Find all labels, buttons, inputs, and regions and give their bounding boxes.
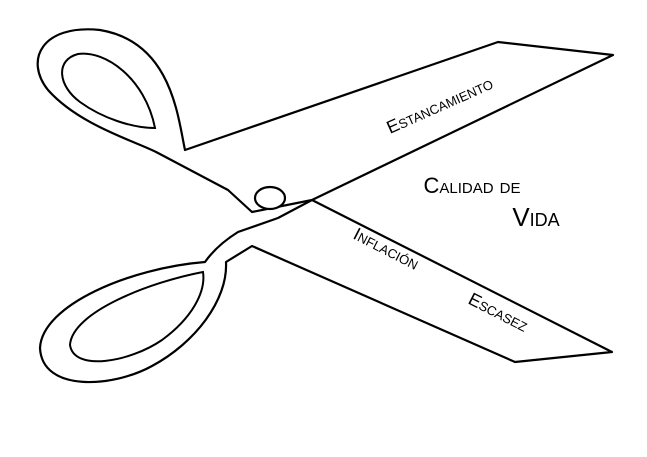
upper-scissor-arm (36, 28, 615, 214)
center-label-line2: Vida (512, 202, 559, 232)
upper-handle-hole (61, 52, 157, 130)
upper-blade-and-handle (36, 28, 615, 214)
lower-handle-hole (68, 270, 205, 363)
pivot-screw (253, 185, 287, 211)
lower-blade-and-handle (38, 198, 614, 384)
center-label-line1: Calidad de (423, 173, 520, 198)
lower-scissor-arm (38, 198, 614, 384)
